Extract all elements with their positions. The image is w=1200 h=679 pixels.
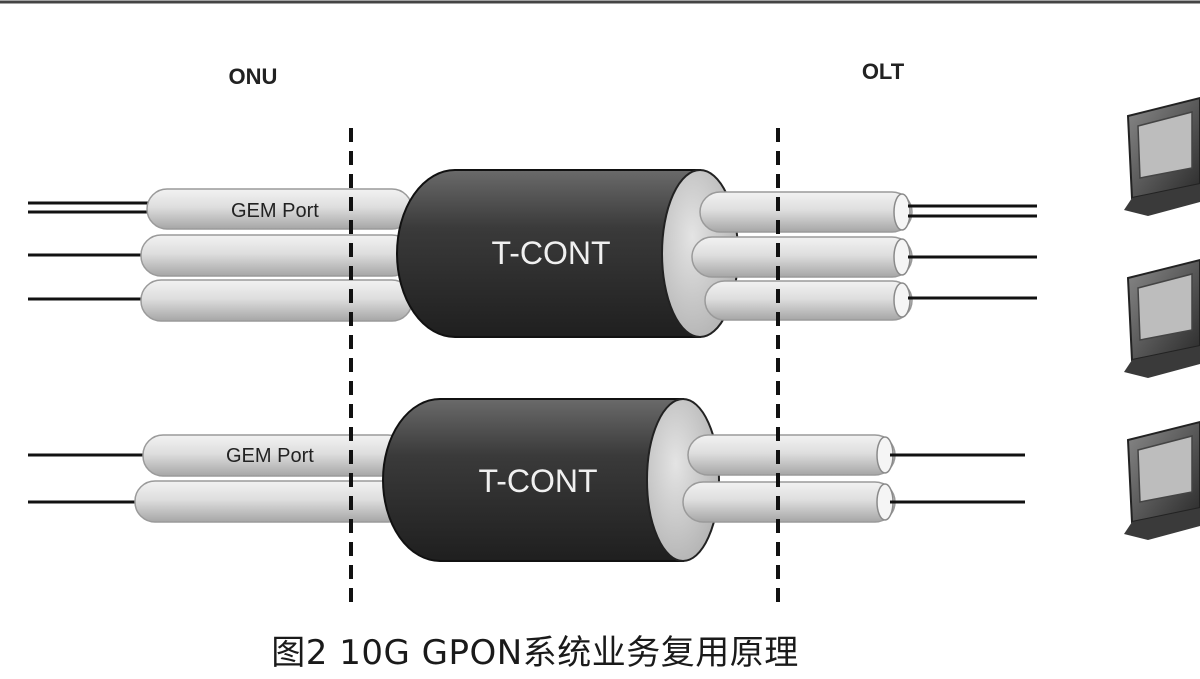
olt-output-lines-top bbox=[908, 204, 1037, 300]
tcont-label-top: T-CONT bbox=[491, 235, 610, 271]
computer-icon bbox=[1124, 258, 1200, 378]
gem-port-tubes-right-top bbox=[691, 191, 913, 321]
figure-caption: 图2 10G GPON系统业务复用原理 bbox=[271, 633, 799, 673]
gem-port-label-bottom: GEM Port bbox=[226, 445, 314, 467]
onu-label: ONU bbox=[229, 64, 278, 89]
onu-input-lines-top bbox=[28, 201, 150, 301]
gem-port-label-top: GEM Port bbox=[231, 200, 319, 222]
onu-input-lines-bottom bbox=[28, 453, 150, 504]
computer-icon bbox=[1124, 420, 1200, 540]
olt-output-lines-bottom bbox=[890, 453, 1025, 504]
tcont-cylinder-bottom bbox=[382, 398, 720, 562]
gem-port-tubes-left-top bbox=[140, 188, 413, 322]
computer-icon bbox=[1124, 96, 1200, 216]
tcont-label-bottom: T-CONT bbox=[478, 463, 597, 499]
gem-port-tubes-right-bottom bbox=[682, 434, 896, 523]
olt-label: OLT bbox=[862, 59, 905, 84]
gem-port-tubes-left-bottom bbox=[134, 434, 409, 523]
